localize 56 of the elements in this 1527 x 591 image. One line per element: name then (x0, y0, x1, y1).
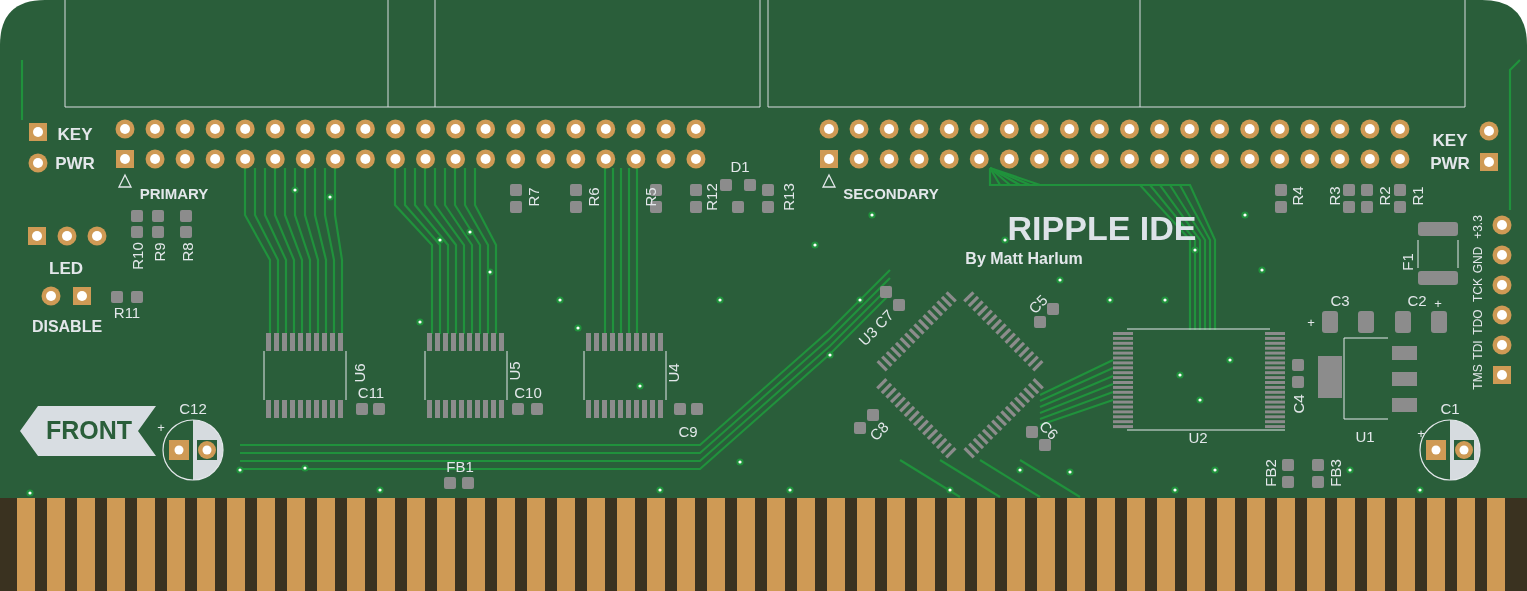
board-title: RIPPLE IDE (1007, 211, 1197, 245)
silkscreen-label: PWR (55, 154, 95, 172)
silkscreen-label: TDI (1472, 340, 1484, 360)
silkscreen-label: + (1434, 296, 1442, 310)
silkscreen-label: R8 (179, 242, 195, 262)
silkscreen-label: U5 (506, 361, 522, 381)
silkscreen-label: R11 (113, 304, 141, 320)
silkscreen-label: R6 (585, 187, 601, 207)
silkscreen-label: R4 (1289, 186, 1305, 206)
silkscreen-label: R5 (642, 187, 658, 207)
silkscreen-label: R9 (151, 242, 167, 262)
silkscreen-label: C3 (1330, 292, 1350, 308)
silkscreen-label: R7 (525, 187, 541, 207)
silkscreen-label: LED (49, 259, 83, 277)
silkscreen-label: C9 (678, 423, 698, 439)
silkscreen-label: TMS (1472, 364, 1484, 390)
silkscreen-label: + (1417, 426, 1425, 440)
silkscreen-label: C1 (1440, 400, 1460, 416)
silkscreen-label: R10 (129, 242, 145, 270)
silkscreen-label: FB1 (446, 458, 474, 474)
silkscreen-label: PWR (1430, 154, 1470, 172)
silkscreen-label: F1 (1399, 253, 1415, 271)
silkscreen-label: U2 (1188, 429, 1208, 445)
silkscreen-label: + (157, 420, 165, 434)
silkscreen-label: C10 (514, 384, 542, 400)
silkscreen-label: U6 (351, 363, 367, 383)
silkscreen-label: C6 (1036, 417, 1062, 443)
silkscreen-label: FB3 (1327, 459, 1343, 487)
silkscreen-label: U1 (1355, 428, 1375, 444)
silkscreen-label: R12 (703, 183, 719, 211)
silkscreen-label: R13 (780, 183, 796, 211)
silkscreen-label: C8 (866, 418, 892, 444)
silkscreen-label: GND (1472, 246, 1484, 274)
silkscreen-label: SECONDARY (843, 185, 939, 201)
silkscreen-label: R3 (1326, 186, 1342, 206)
silkscreen-label: R2 (1376, 186, 1392, 206)
silkscreen-label: FB2 (1262, 459, 1278, 487)
front-arrow-sign (20, 406, 156, 456)
silkscreen-label: C12 (179, 400, 207, 416)
sign-text: FRONT (46, 418, 133, 443)
silkscreen-label: KEY (1432, 131, 1468, 149)
silkscreen-label: DISABLE (31, 319, 103, 335)
silkscreen-label: KEY (57, 125, 93, 143)
silkscreen-label: C11 (357, 384, 385, 400)
silkscreen-label: TCK (1472, 278, 1484, 302)
silkscreen-label: D1 (730, 158, 750, 174)
silkscreen-label: By Matt Harlum (965, 251, 1083, 267)
silkscreen-label: R1 (1409, 186, 1425, 206)
silkscreen-label: TDO (1472, 309, 1484, 335)
silkscreen-label: + (1307, 315, 1315, 329)
silkscreen-label: C5 (1025, 291, 1051, 317)
silkscreen-label: PRIMARY (139, 185, 209, 201)
silkscreen-label: C4 (1290, 394, 1306, 414)
silkscreen-label: +3.3 (1472, 215, 1484, 239)
silkscreen-label: U4 (665, 363, 681, 383)
silkscreen-label: C2 (1407, 292, 1427, 308)
